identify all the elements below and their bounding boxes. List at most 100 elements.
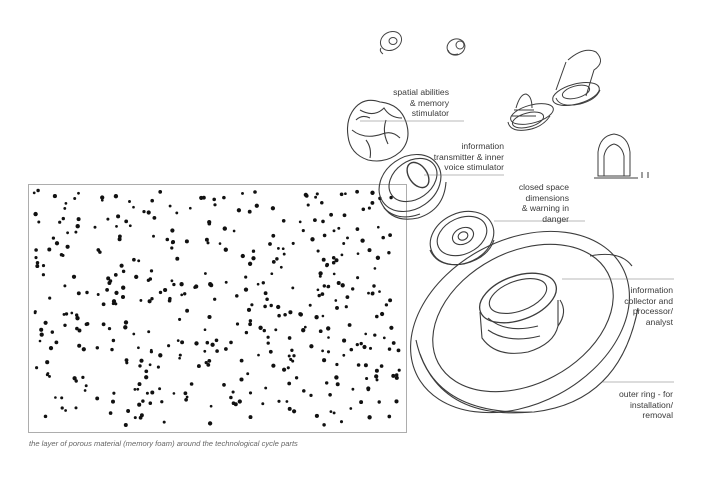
foam-dot [33,310,37,314]
foam-dot [170,246,174,250]
foam-dot [185,395,189,399]
foam-dot [339,192,344,197]
foam-dot [328,393,332,397]
foam-dot [34,248,38,252]
foam-dot [349,347,354,352]
foam-dot [359,341,363,346]
foam-dot [149,269,154,273]
foam-dot [314,195,318,199]
foam-dot [45,373,49,377]
foam-dot [145,391,149,395]
foam-dot [318,329,323,334]
foam-dot [256,282,260,286]
small-component-icon [379,30,403,55]
foam-dot [222,195,226,200]
foam-dot [183,292,187,296]
foam-dot [41,264,46,268]
foam-dot [233,402,238,407]
foam-dot [381,235,385,240]
foam-dot [310,237,315,242]
foam-dot [270,272,274,276]
foam-dot [317,293,321,298]
foam-dot [240,253,245,259]
foam-dot [63,206,67,210]
foam-dot [396,348,401,353]
foam-dot [74,406,78,410]
foam-dot [214,338,219,343]
foam-dot [178,353,182,357]
foam-dot [101,322,106,327]
foam-dot [98,250,102,254]
foam-dot [334,299,338,302]
foam-dot [246,372,250,376]
foam-dot [83,389,87,392]
foam-dot [101,302,106,307]
foam-dot [147,299,152,304]
foam-dots [32,188,401,427]
foam-dot [370,200,375,205]
foam-dot [372,284,376,288]
foam-panel [28,184,407,433]
label-outer-ring: outer ring - for installation/ removal [619,389,673,420]
foam-dot [139,358,144,363]
foam-dot [152,215,157,220]
foam-dot [132,205,135,209]
foam-dot [309,393,313,398]
foam-dot [329,410,333,413]
foam-dot [136,387,140,391]
foam-dot [199,195,204,200]
foam-dot [64,409,67,412]
foam-dot [248,322,252,327]
foam-dot [318,271,323,276]
foam-dot [347,323,352,327]
foam-dot [302,389,306,393]
foam-dot [71,274,77,279]
foam-dot [213,203,217,207]
foam-dot [48,345,54,351]
foam-dot [268,349,273,354]
foam-dot [248,319,253,323]
foam-dot [254,203,259,208]
foam-dot [309,344,314,349]
foam-dot [218,242,222,245]
foam-dot [50,330,55,334]
foam-dot [81,375,85,380]
foam-dot [326,326,331,331]
foam-dot [288,310,293,315]
foam-dot [59,252,64,257]
foam-dot [246,307,252,312]
foam-dot [306,203,310,207]
foam-dot [344,192,347,196]
foam-dot [163,287,168,293]
foam-dot [277,247,280,250]
foam-dot [373,333,377,337]
foam-dot [367,415,372,420]
foam-dot [345,295,350,299]
foam-dot [375,378,379,382]
foam-dot [248,415,253,420]
foam-dot [314,315,319,320]
foam-dot [327,336,330,339]
foam-dot [287,406,292,411]
connector-piece [552,49,601,106]
foam-dot [243,287,249,292]
foam-dot [178,317,182,321]
foam-dot [324,381,329,385]
foam-dot [263,304,267,309]
foam-dot [204,360,208,365]
foam-dot [298,220,302,224]
foam-dot [266,335,270,339]
foam-dot [292,409,297,414]
foam-dot [117,237,122,242]
foam-dot [203,272,207,275]
foam-dot [342,213,347,218]
foam-dot [374,314,379,319]
foam-dot [355,342,359,347]
foam-dot [289,357,293,361]
foam-dot [158,353,163,358]
closed-space-component [429,210,495,266]
foam-dot [105,288,109,292]
foam-dot [66,231,69,235]
foam-dot [125,361,129,365]
foam-dot [32,191,36,195]
